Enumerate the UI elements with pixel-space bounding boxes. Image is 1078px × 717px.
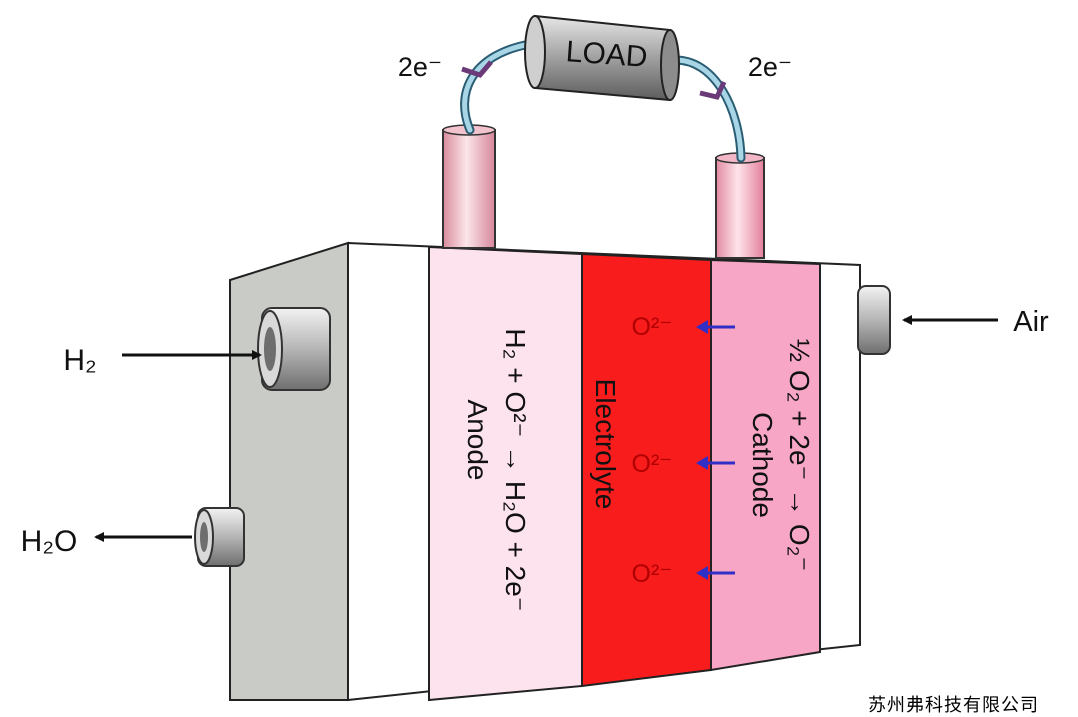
oxide-ion-label-2: O²⁻	[632, 450, 673, 478]
oxide-ion-3	[696, 566, 735, 580]
air-inlet-port	[857, 285, 891, 355]
h2-label: H₂	[63, 344, 96, 377]
anode-terminal	[442, 124, 496, 249]
cathode-label: Cathode	[747, 412, 778, 518]
anode-label: Anode	[462, 400, 493, 481]
electrolyte-label: Electrolyte	[590, 379, 621, 510]
cathode-reaction-text: ½ O₂ + 2e⁻ → O₂⁻	[784, 339, 815, 572]
load-resistor	[524, 14, 680, 102]
electrons-right-label: 2e⁻	[748, 52, 792, 82]
h2-inlet-port	[257, 307, 331, 391]
h2o-label: H₂O	[21, 525, 78, 558]
oxide-ion-1	[696, 320, 735, 334]
oxide-ion-2	[696, 456, 735, 470]
cathode-terminal	[715, 152, 765, 259]
load-label: LOAD	[565, 35, 649, 74]
h2o-outlet-port	[194, 507, 245, 567]
company-watermark: 苏州弗科技有限公司	[868, 695, 1039, 716]
oxide-ion-label-1: O²⁻	[632, 313, 673, 341]
anode-reaction-text: H₂ + O²⁻ → H₂O + 2e⁻	[500, 328, 531, 611]
electron-flow-arrow-left	[461, 60, 493, 78]
electron-flow-arrow-right	[699, 80, 727, 100]
oxide-ion-label-3: O²⁻	[632, 560, 673, 588]
air-label: Air	[1013, 306, 1049, 338]
electrons-left-label: 2e⁻	[398, 52, 442, 82]
